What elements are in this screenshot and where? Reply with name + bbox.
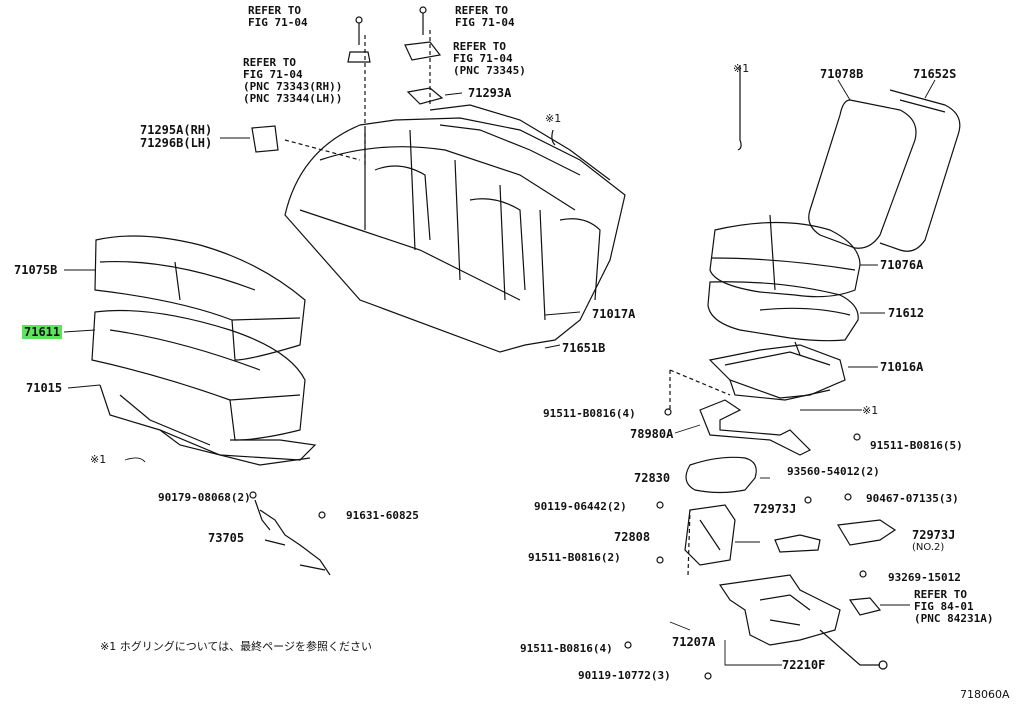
armrest xyxy=(685,456,757,494)
part-91511-2[interactable]: 91511-B0816(2) xyxy=(528,551,621,564)
right-cushion-cover xyxy=(709,214,861,298)
part-71296b[interactable]: 71296B(LH) xyxy=(140,136,213,150)
part-72210f[interactable]: 72210F xyxy=(782,658,826,672)
part-90119-3[interactable]: 90119-10772(3) xyxy=(578,669,671,682)
clip-parts xyxy=(251,6,556,165)
ref-top2-line1: REFER TO xyxy=(455,4,508,17)
part-71611-highlight: 71611 xyxy=(22,325,63,339)
bracket-72973j xyxy=(774,519,897,553)
part-93269[interactable]: 93269-15012 xyxy=(888,571,961,584)
part-71017a[interactable]: 71017A xyxy=(592,307,636,321)
ref-left-line3: (PNC 73343(RH)) xyxy=(243,80,343,93)
ref-top1-line1: REFER TO xyxy=(248,4,301,17)
part-71078b[interactable]: 71078B xyxy=(820,67,864,81)
part-71652s[interactable]: 71652S xyxy=(913,67,957,81)
part-71293a[interactable]: 71293A xyxy=(468,86,512,100)
ref-top1-line2: FIG 71-04 xyxy=(248,16,308,29)
seat-back-assembly xyxy=(284,104,626,353)
part-90467[interactable]: 90467-07135(3) xyxy=(866,492,959,505)
ref-mid-line3: (PNC 73345) xyxy=(453,64,526,77)
mark-center: ※1 xyxy=(545,112,562,125)
part-73705[interactable]: 73705 xyxy=(208,531,245,545)
ref-84-line1: REFER TO xyxy=(914,588,967,601)
ref-84-line2: FIG 84-01 xyxy=(914,600,974,613)
seat-track-mechanism xyxy=(718,574,882,646)
seat-cushion-pad xyxy=(91,309,306,441)
ref-mid-line2: FIG 71-04 xyxy=(453,52,513,65)
ref-top2-line2: FIG 71-04 xyxy=(455,16,515,29)
right-cushion-pad xyxy=(707,281,859,342)
part-90119-2[interactable]: 90119-06442(2) xyxy=(534,500,627,513)
ref-left-line1: REFER TO xyxy=(243,56,296,69)
hinge-72808 xyxy=(684,504,736,576)
part-93560[interactable]: 93560-54012(2) xyxy=(787,465,880,478)
part-72830[interactable]: 72830 xyxy=(634,471,671,485)
leader-lines xyxy=(63,79,936,666)
part-71651b[interactable]: 71651B xyxy=(562,341,606,355)
part-91511-4b[interactable]: 91511-B0816(4) xyxy=(520,642,613,655)
part-71207a[interactable]: 71207A xyxy=(672,635,716,649)
mark-r2: ※1 xyxy=(862,404,879,417)
mark-right: ※1 xyxy=(733,62,750,75)
ref-84-line3: (PNC 84231A) xyxy=(914,612,994,625)
part-72808[interactable]: 72808 xyxy=(614,530,651,544)
part-71076a[interactable]: 71076A xyxy=(880,258,924,272)
seat-cushion-cover xyxy=(94,235,306,361)
part-72973j-b[interactable]: 72973J xyxy=(912,528,956,542)
part-78980a[interactable]: 78980A xyxy=(630,427,674,441)
ref-left-line2: FIG 71-04 xyxy=(243,68,303,81)
right-seat-frame xyxy=(708,341,846,401)
right-seat-back xyxy=(808,89,961,252)
seat-cushion-frame xyxy=(99,384,317,466)
part-91511-4a[interactable]: 91511-B0816(4) xyxy=(543,407,636,420)
ref-left-line4: (PNC 73344(LH)) xyxy=(243,92,343,105)
cable xyxy=(819,629,880,666)
part-91511-5[interactable]: 91511-B0816(5) xyxy=(870,439,963,452)
bracket-78980a xyxy=(669,369,812,456)
ref-mid-line1: REFER TO xyxy=(453,40,506,53)
diagram-id: 718060A xyxy=(960,688,1010,701)
cable-end xyxy=(878,660,888,670)
part-71015[interactable]: 71015 xyxy=(26,381,63,395)
part-72973j-no2: (NO.2) xyxy=(912,542,945,553)
part-90179[interactable]: 90179-08068(2) xyxy=(158,491,251,504)
part-71611[interactable]: 71611 xyxy=(22,325,63,339)
part-71295a[interactable]: 71295A(RH) xyxy=(140,123,213,137)
footnote: ※1 ホグリングについては、最終ページを参照ください xyxy=(100,640,372,653)
bolts xyxy=(249,408,867,680)
hog-ring xyxy=(737,65,742,151)
mark-left: ※1 xyxy=(90,453,107,466)
seat-belt-part xyxy=(254,499,331,576)
part-71075b[interactable]: 71075B xyxy=(14,263,58,277)
part-71016a[interactable]: 71016A xyxy=(880,360,924,374)
part-71612[interactable]: 71612 xyxy=(888,306,925,320)
part-72973j-a[interactable]: 72973J xyxy=(753,502,797,516)
part-91631[interactable]: 91631-60825 xyxy=(346,509,419,522)
